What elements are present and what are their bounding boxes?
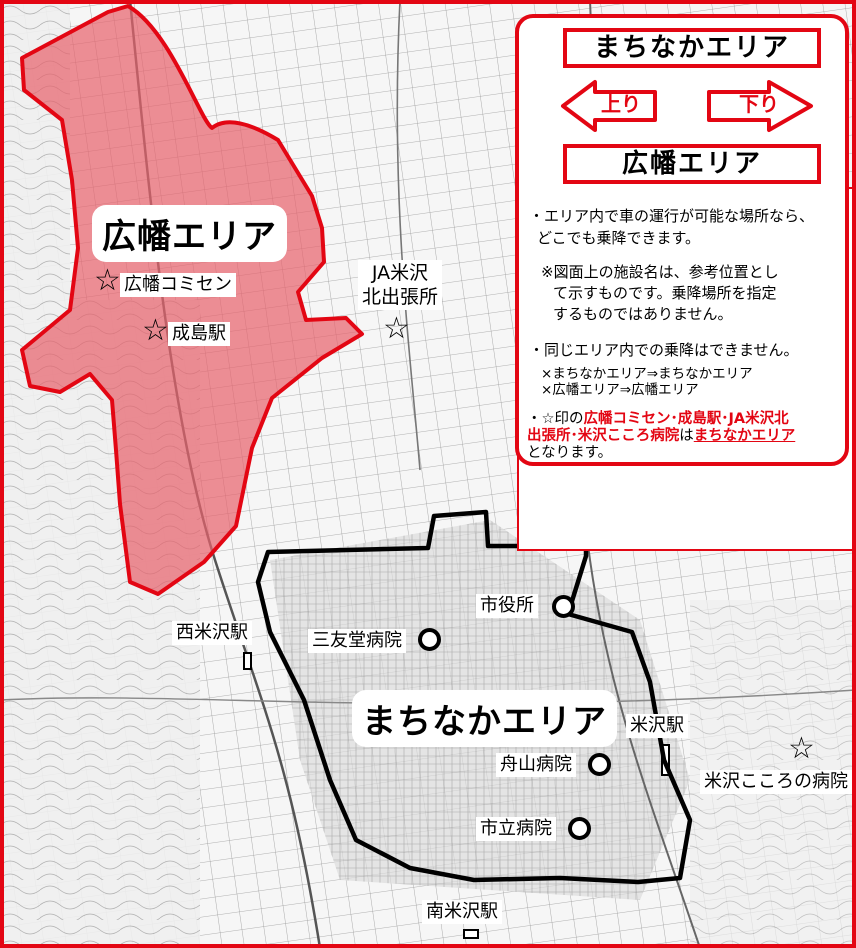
legend-panel: まちなかエリア 上り 下り 広幡エリア ・エリア内で車の運行が可能な場所なら、 … [515,14,849,466]
note4-line3: となります。 [527,445,613,461]
note3: ・同じエリア内での乗降はできません。 [529,341,799,359]
label-kokoro-hospital: 米沢こころの病院 [700,770,852,794]
note1-line1: ・エリア内で車の運行が可能な場所なら、 [529,207,815,225]
star-outline-icon: ☆ [788,731,815,766]
label-minami-yonezawa-station: 南米沢駅 [422,900,502,924]
label-hirohata-comisen: 広幡コミセン [120,273,236,297]
down-arrow-icon [707,80,813,132]
note1-line2: どこでも乗降できます。 [537,229,701,247]
up-label: 上り [601,92,641,116]
hirohata-area-title: 広幡エリア [92,205,287,262]
down-label: 下り [739,92,779,116]
note3-example2: ×広幡エリア⇒広幡エリア [541,382,699,398]
note4-highlight3: まちなかエリア [693,428,796,444]
circle-outline-icon [568,817,591,840]
note4-line2: 出張所･米沢こころ病院はまちなかエリア [527,428,795,445]
label-ja-line2: 北出張所 [362,286,439,308]
machinaka-area-title: まちなかエリア [352,690,617,747]
road-line-2 [0,689,856,705]
circle-outline-icon [552,595,575,618]
label-sanyudo-hospital: 三友堂病院 [308,629,406,653]
star-outline-icon: ☆ [383,311,410,346]
up-arrow-icon [561,80,657,132]
note4-highlight2: 出張所･米沢こころ病院 [527,428,680,444]
label-yonezawa-station: 米沢駅 [626,714,688,738]
label-shiritsu-hospital: 市立病院 [476,817,556,841]
label-funayama-hospital: 舟山病院 [496,753,576,777]
note3-example1: ×まちなかエリア⇒まちなかエリア [541,366,753,382]
note2-line2: て示すものです。乗降場所を指定 [553,284,777,302]
star-outline-icon: ☆ [94,263,121,298]
circle-outline-icon [418,628,441,651]
label-city-hall: 市役所 [476,594,538,618]
label-ja-line1: JA米沢 [371,262,429,284]
note4-prefix: ・☆印の [527,411,584,427]
machinaka-route [255,487,693,885]
label-narushima-station: 成島駅 [168,322,230,346]
label-nishi-yonezawa-station: 西米沢駅 [172,621,252,645]
legend-hirohata-box: 広幡エリア [563,144,821,184]
station-mark-minami [463,929,479,939]
station-mark-nishi [243,652,252,670]
note4-mid: は [679,428,694,444]
note4-line1: ・☆印の広幡コミセン･成島駅･JA米沢北 [527,411,789,428]
note2-line3: するものではありません。 [553,305,733,323]
label-ja-yonezawa: JA米沢 北出張所 [358,260,443,310]
note4-highlight1: 広幡コミセン･成島駅･JA米沢北 [583,411,789,427]
hirohata-area-shape [20,4,364,596]
legend-machinaka-box: まちなかエリア [563,28,821,68]
star-outline-icon: ☆ [142,313,169,348]
note2-line1: ※図面上の施設名は、参考位置とし [541,263,779,281]
circle-outline-icon [588,753,611,776]
